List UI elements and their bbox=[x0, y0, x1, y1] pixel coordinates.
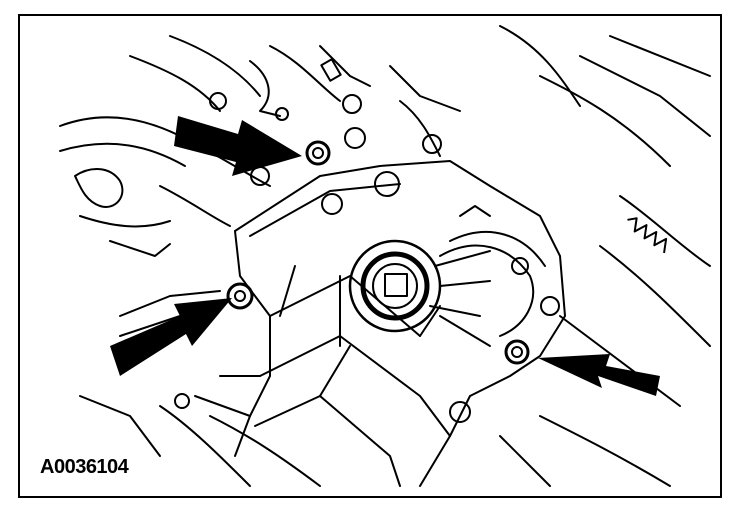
figure-id-label: A0036104 bbox=[40, 456, 129, 478]
transmission-illustration bbox=[59, 25, 711, 487]
shift-linkage bbox=[249, 45, 461, 157]
arrow-upper-bolt bbox=[174, 116, 302, 176]
arrow-left-bolt bbox=[110, 298, 232, 376]
bolt-bay-upper bbox=[209, 92, 227, 110]
bolt-left bbox=[226, 282, 254, 310]
bolt-side bbox=[540, 296, 560, 316]
input-shaft-bearing bbox=[348, 205, 546, 347]
return-spring bbox=[627, 217, 668, 254]
diagram-frame: A0036104 bbox=[18, 14, 722, 498]
transmission-case bbox=[194, 160, 566, 487]
bolt-retainer bbox=[511, 257, 529, 275]
bolt-bracket bbox=[422, 134, 442, 154]
bolt-case bbox=[321, 193, 343, 215]
bolt-upper bbox=[305, 140, 331, 166]
bolt-linkage bbox=[342, 94, 362, 114]
bolt-right bbox=[504, 339, 530, 365]
bolt-lower bbox=[449, 401, 471, 423]
bolt-lower-left bbox=[174, 393, 190, 409]
engine-bay-background bbox=[59, 25, 711, 487]
bolts bbox=[174, 92, 560, 423]
bolt-top bbox=[344, 127, 366, 149]
arrow-right-bolt bbox=[538, 354, 660, 396]
bolt-center bbox=[374, 171, 400, 197]
